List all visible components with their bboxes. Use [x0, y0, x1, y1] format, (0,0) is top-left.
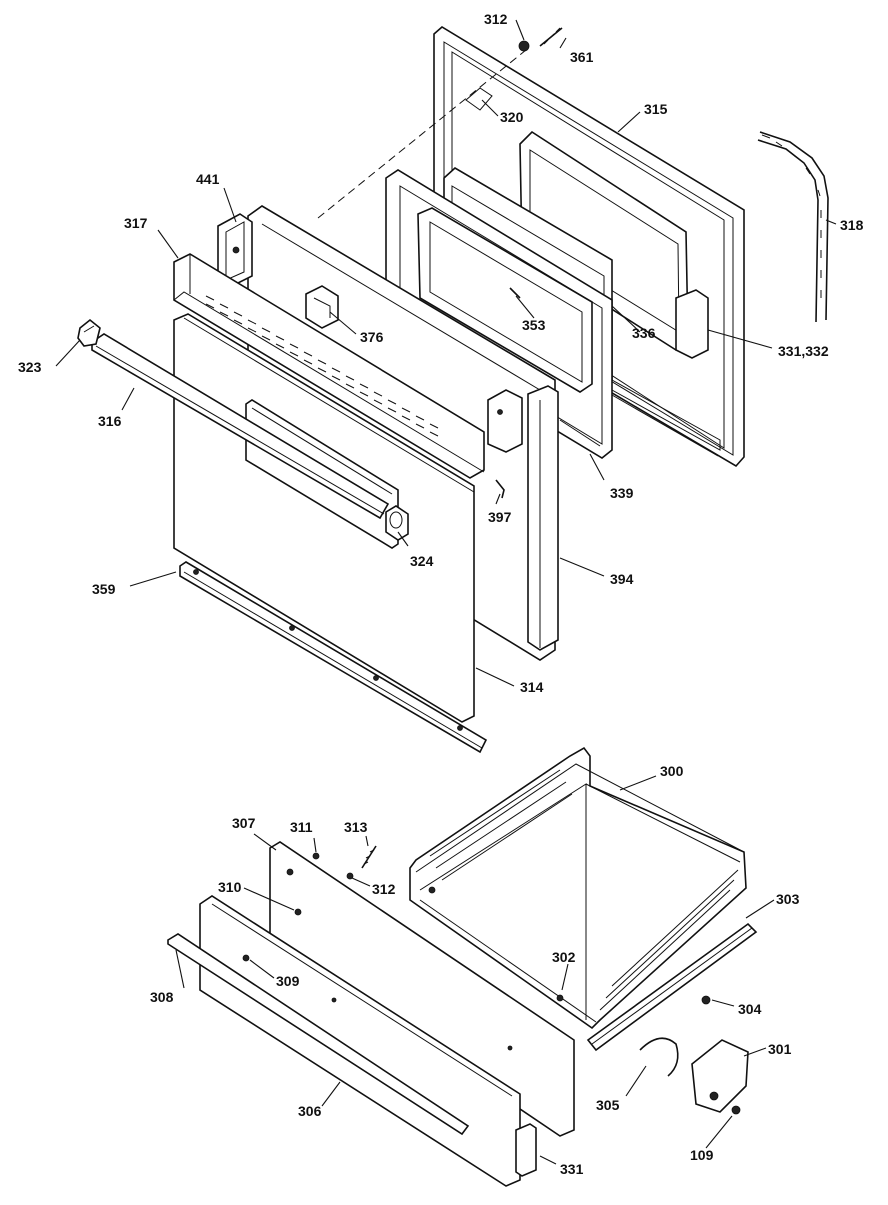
callout-359: 359: [92, 581, 116, 597]
callout-394: 394: [610, 571, 634, 587]
callout-306: 306: [298, 1103, 322, 1119]
callout-397: 397: [488, 509, 512, 525]
fasteners-top: [495, 27, 709, 499]
callout-313: 313: [344, 819, 368, 835]
callout-312-top: 312: [484, 11, 508, 27]
callout-300: 300: [660, 763, 684, 779]
callout-317: 317: [124, 215, 148, 231]
drawer-fasteners: [312, 845, 741, 1115]
callout-109: 109: [690, 1147, 714, 1163]
drawer-bracket-301: [639, 1037, 749, 1113]
door-gasket-318: [757, 131, 829, 323]
callout-324: 324: [410, 553, 434, 569]
callout-305: 305: [596, 1097, 620, 1113]
callout-315: 315: [644, 101, 668, 117]
callout-301: 301: [768, 1041, 792, 1057]
callout-307: 307: [232, 815, 256, 831]
callout-336: 336: [632, 325, 656, 341]
callout-312-bottom: 312: [372, 881, 396, 897]
callout-318: 318: [840, 217, 864, 233]
callout-304: 304: [738, 1001, 762, 1017]
bottom-trim-359: [179, 561, 488, 754]
callout-309: 309: [276, 973, 300, 989]
assembly-line: [317, 49, 527, 219]
callout-311: 311: [290, 819, 313, 835]
callout-353: 353: [522, 317, 546, 333]
door-handle-316: [77, 318, 390, 520]
vent-trim-317: [173, 253, 485, 479]
callout-308: 308: [150, 989, 174, 1005]
drawer-rail-303: [586, 922, 758, 1052]
drawer-front-306: [167, 841, 575, 1187]
callout-361: 361: [570, 49, 594, 65]
callout-331-332: 331,332: [778, 343, 829, 359]
callout-331: 331: [560, 1161, 584, 1177]
drawer-box-300: [409, 746, 747, 1030]
leader-lines: [55, 19, 837, 1165]
callout-376: 376: [360, 329, 384, 345]
callout-441: 441: [196, 171, 220, 187]
callout-302: 302: [552, 949, 576, 965]
callout-323: 323: [18, 359, 42, 375]
callout-339: 339: [610, 485, 634, 501]
callout-303: 303: [776, 891, 800, 907]
callout-316: 316: [98, 413, 122, 429]
callout-labels: 312 361 320 315 318 441 317 376 353 336 …: [18, 11, 864, 1177]
callout-314: 314: [520, 679, 544, 695]
callout-320: 320: [500, 109, 524, 125]
callout-310: 310: [218, 879, 242, 895]
